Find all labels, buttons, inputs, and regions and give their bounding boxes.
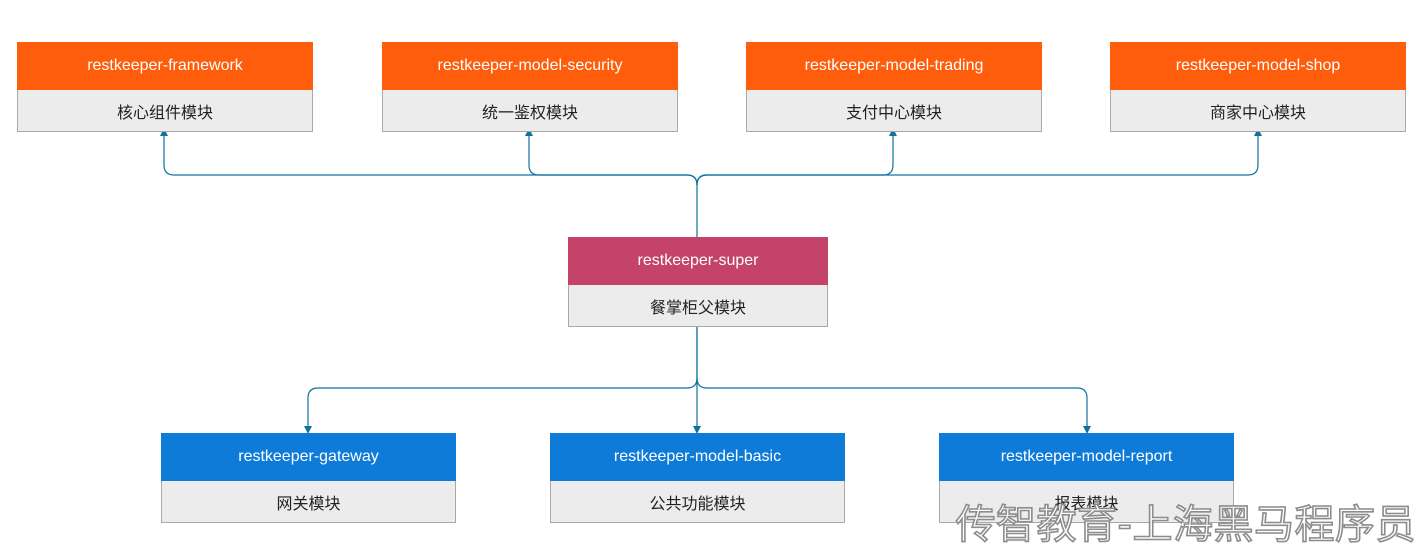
module-description: 餐掌柜父模块 xyxy=(568,285,828,327)
module-title: restkeeper-framework xyxy=(17,42,313,90)
edge-root-to-report xyxy=(696,377,1091,434)
module-title: restkeeper-model-report xyxy=(939,433,1234,481)
module-description: 网关模块 xyxy=(161,481,456,523)
module-security[interactable]: restkeeper-model-security 统一鉴权模块 xyxy=(382,42,678,132)
module-title: restkeeper-model-security xyxy=(382,42,678,90)
module-root-super[interactable]: restkeeper-super 餐掌柜父模块 xyxy=(568,237,828,327)
module-description: 公共功能模块 xyxy=(550,481,845,523)
edge-root-to-top-trunk xyxy=(696,174,708,237)
edge-root-to-security xyxy=(525,128,698,186)
module-title: restkeeper-gateway xyxy=(161,433,456,481)
module-gateway[interactable]: restkeeper-gateway 网关模块 xyxy=(161,433,456,523)
edge-root-to-framework xyxy=(160,128,698,186)
module-description: 报表模块 xyxy=(939,481,1234,523)
edge-root-to-gateway xyxy=(304,327,698,434)
module-description: 统一鉴权模块 xyxy=(382,90,678,132)
module-description: 商家中心模块 xyxy=(1110,90,1406,132)
module-trading[interactable]: restkeeper-model-trading 支付中心模块 xyxy=(746,42,1042,132)
module-title: restkeeper-super xyxy=(568,237,828,285)
module-description: 支付中心模块 xyxy=(746,90,1042,132)
module-basic[interactable]: restkeeper-model-basic 公共功能模块 xyxy=(550,433,845,523)
edge-root-to-shop xyxy=(696,128,1262,186)
module-report[interactable]: restkeeper-model-report 报表模块 xyxy=(939,433,1234,523)
edge-root-to-trading xyxy=(696,128,897,186)
module-shop[interactable]: restkeeper-model-shop 商家中心模块 xyxy=(1110,42,1406,132)
module-framework[interactable]: restkeeper-framework 核心组件模块 xyxy=(17,42,313,132)
watermark: 传智教育-上海黑马程序员 xyxy=(955,501,1417,549)
module-description: 核心组件模块 xyxy=(17,90,313,132)
module-title: restkeeper-model-shop xyxy=(1110,42,1406,90)
module-title: restkeeper-model-trading xyxy=(746,42,1042,90)
module-title: restkeeper-model-basic xyxy=(550,433,845,481)
